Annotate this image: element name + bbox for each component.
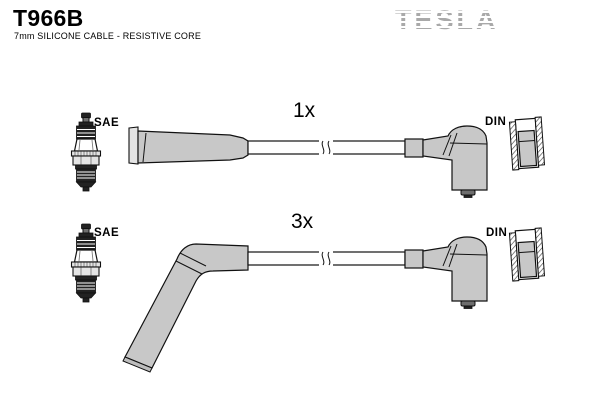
- din-label-row2: DIN: [486, 227, 508, 239]
- cable-row1: [247, 138, 406, 157]
- cable-row2: [247, 249, 406, 268]
- sae-label-row2: SAE: [94, 227, 120, 239]
- qty-label-row1: 1x: [293, 99, 316, 122]
- part-number: T966B: [13, 5, 84, 31]
- din-label-row1: DIN: [485, 116, 507, 128]
- elbow-connector-icon-row1: [404, 125, 488, 199]
- spark-plug-icon-row1: [70, 112, 102, 192]
- spark-plug-icon-row2: [70, 223, 102, 303]
- cable-spec-subtitle: 7mm SILICONE CABLE - RESISTIVE CORE: [14, 31, 202, 41]
- din-cap-icon-row1: [508, 116, 546, 171]
- straight-boot-row1: [128, 126, 249, 165]
- tesla-logo: TESLA: [392, 7, 502, 34]
- sae-label-row1: SAE: [94, 117, 120, 129]
- elbow-connector-icon-row2: [404, 236, 488, 310]
- logo-stripe-overlay: [392, 8, 502, 33]
- din-cap-icon-row2: [508, 227, 546, 282]
- angled-boot-row2: [122, 243, 249, 373]
- qty-label-row2: 3x: [291, 210, 314, 233]
